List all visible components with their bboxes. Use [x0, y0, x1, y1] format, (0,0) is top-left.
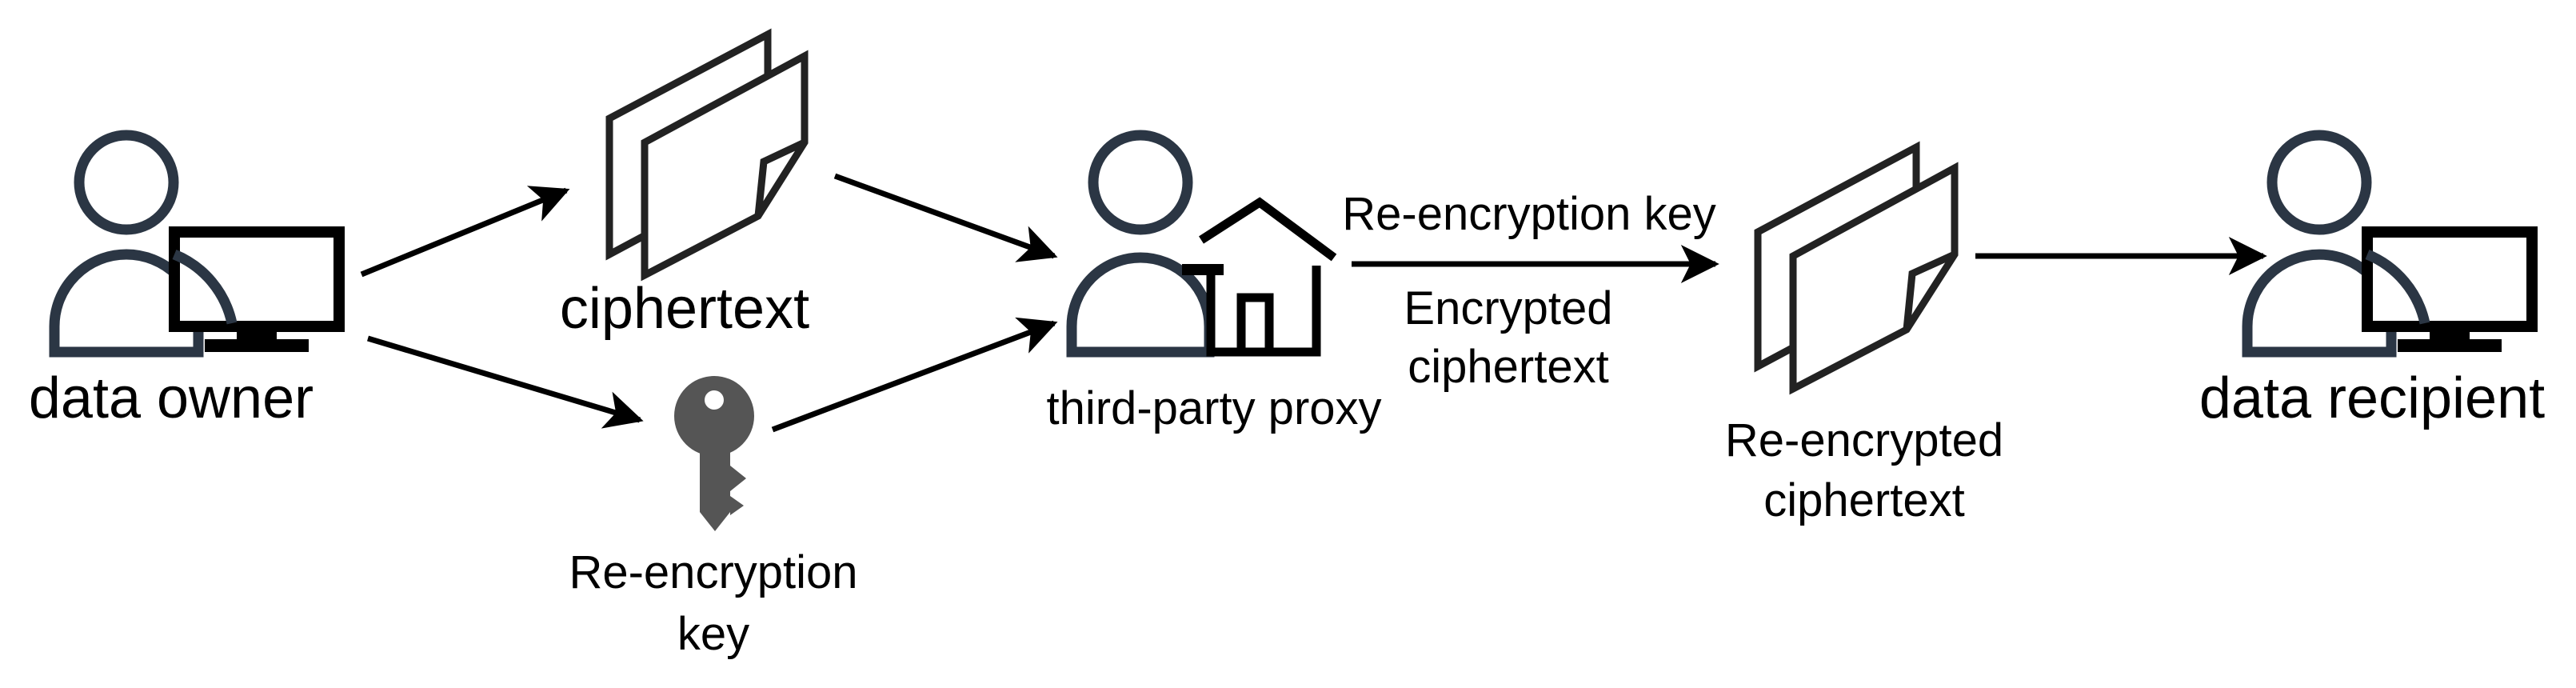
monitor-icon — [2362, 226, 2538, 352]
edge-label-encrypted-line1: Encrypted — [1404, 282, 1612, 334]
reencrypted-ciphertext-label-line2: ciphertext — [1763, 474, 1964, 526]
ciphertext-label: ciphertext — [560, 277, 809, 341]
arrow-owner-to-key — [366, 335, 644, 429]
data-recipient-label: data recipient — [2199, 366, 2545, 430]
data-owner-node: data owner — [29, 130, 345, 430]
data-owner-label: data owner — [29, 366, 314, 430]
document-stack-icon — [1754, 141, 1959, 395]
arrow-owner-to-ciphertext — [360, 186, 570, 278]
reencrypted-ciphertext-node: Re-encrypted ciphertext — [1725, 141, 2003, 526]
data-recipient-node: data recipient — [2199, 130, 2545, 430]
arrow-ciphertext-to-proxy — [833, 173, 1058, 262]
monitor-icon — [169, 226, 345, 352]
ciphertext-node: ciphertext — [560, 28, 809, 341]
proxy-node: third-party proxy — [1046, 130, 1382, 434]
key-icon — [674, 376, 754, 531]
arrows — [360, 173, 2267, 433]
arrow-key-to-proxy — [771, 317, 1058, 433]
edge-label-encrypted-line2: ciphertext — [1408, 341, 1608, 393]
reencrypted-ciphertext-label-line1: Re-encrypted — [1725, 414, 2003, 466]
edge-label-reencryption-key: Re-encryption key — [1342, 188, 1715, 240]
reencryption-key-label-line1: Re-encryption — [569, 546, 857, 598]
person-icon — [1066, 130, 1215, 358]
reencryption-key-node: Re-encryption key — [569, 376, 858, 660]
document-stack-icon — [605, 28, 809, 282]
reencryption-key-label-line2: key — [677, 608, 749, 660]
proxy-label: third-party proxy — [1046, 382, 1381, 434]
house-icon — [1182, 197, 1337, 357]
